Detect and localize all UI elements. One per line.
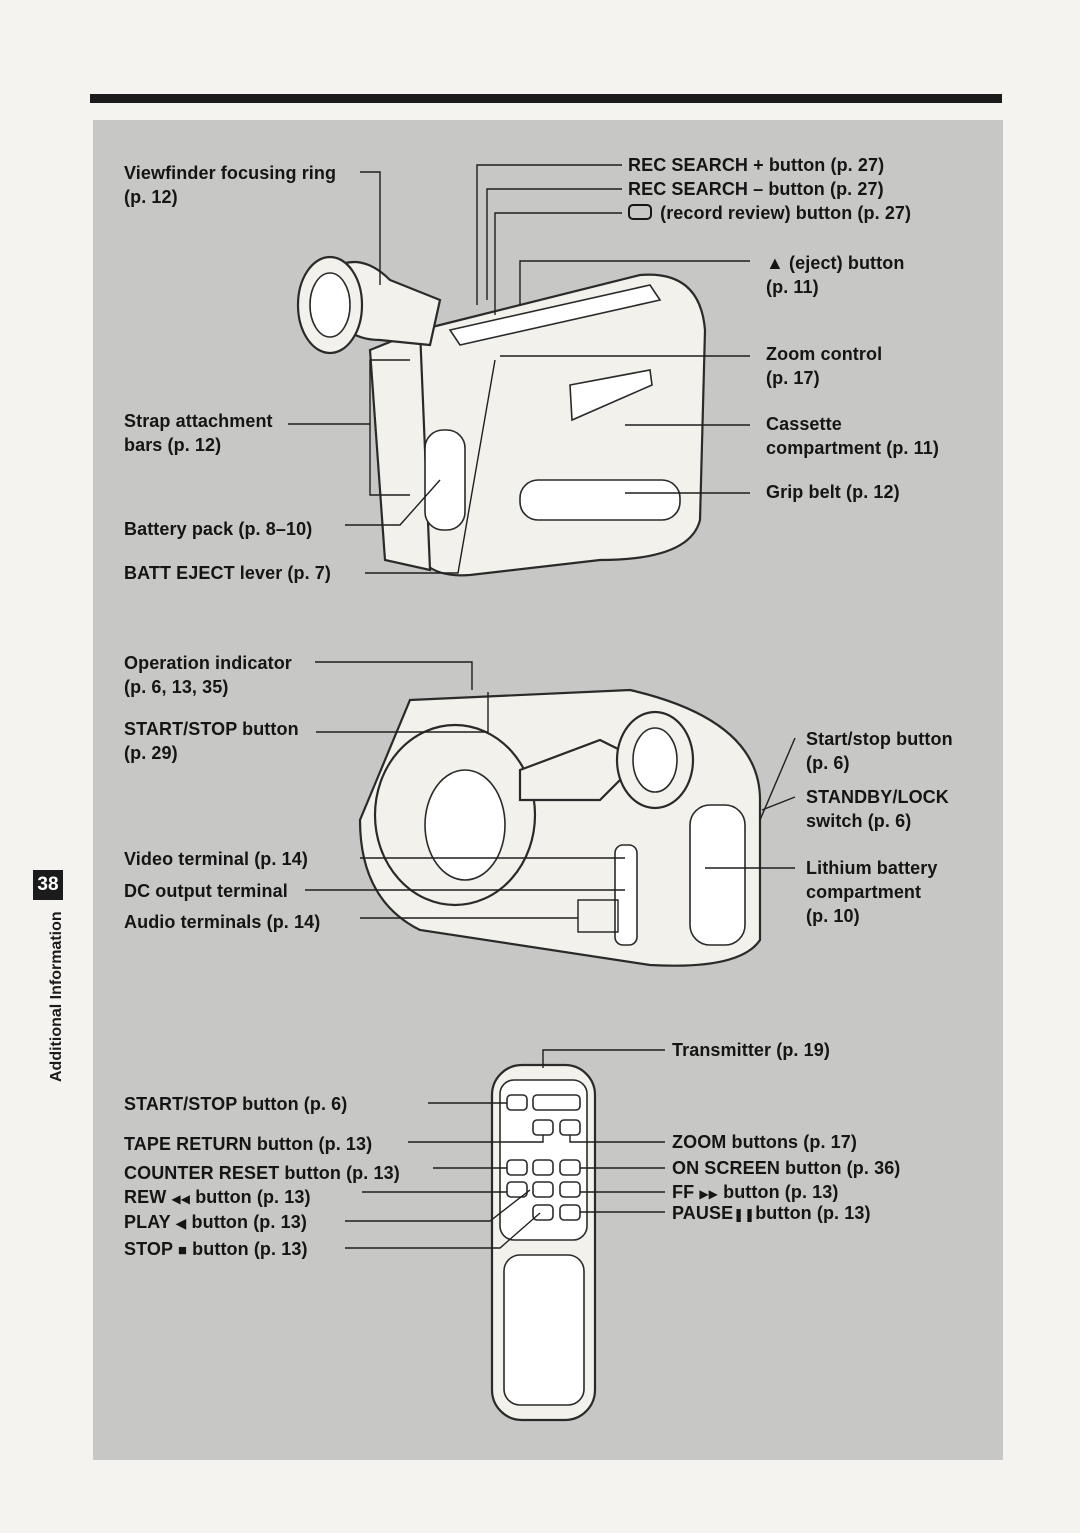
start-stop-right-label: Start/stop button (p. 6) xyxy=(806,729,953,773)
battery-pack-label: Battery pack (p. 8–10) xyxy=(124,519,313,539)
cassette-label: Cassette compartment (p. 11) xyxy=(766,414,939,458)
fast-forward-icon: ▶▶ xyxy=(699,1187,718,1201)
stop-icon: ■ xyxy=(177,1242,188,1259)
grip-belt-label: Grip belt (p. 12) xyxy=(766,482,900,502)
video-terminal-label: Video terminal (p. 14) xyxy=(124,849,308,869)
on-screen-label: ON SCREEN button (p. 36) xyxy=(672,1158,901,1178)
play-icon: ◀ xyxy=(175,1215,187,1231)
audio-terminals-label: Audio terminals (p. 14) xyxy=(124,912,321,932)
counter-reset-label: COUNTER RESET button (p. 13) xyxy=(124,1163,400,1183)
section-label: Additional Information xyxy=(48,911,65,1082)
standby-lock-label: STANDBY/LOCK switch (p. 6) xyxy=(806,787,949,831)
rew-label: REW ◀◀ button (p. 13) xyxy=(124,1185,311,1211)
top-rule xyxy=(90,94,1002,103)
zoom-control-label: Zoom control (p. 17) xyxy=(766,344,883,388)
ff-label: FF ▶▶ button (p. 13) xyxy=(672,1180,838,1206)
page-number: 38 xyxy=(37,874,59,895)
viewfinder-ring-label: Viewfinder focusing ring (p. 12) xyxy=(124,163,337,207)
dc-output-label: DC output terminal xyxy=(124,881,288,901)
eject-icon: ▲ xyxy=(766,253,784,273)
rec-search-plus-label: REC SEARCH + button (p. 27) xyxy=(628,155,885,175)
stop-label: STOP ■ button (p. 13) xyxy=(124,1237,308,1263)
page-number-tab: 38 xyxy=(33,870,63,900)
tape-return-label: TAPE RETURN button (p. 13) xyxy=(124,1134,373,1154)
play-label: PLAY ◀ button (p. 13) xyxy=(124,1210,307,1235)
rewind-icon: ◀◀ xyxy=(171,1192,191,1206)
rec-search-minus-label: REC SEARCH – button (p. 27) xyxy=(628,179,884,199)
lithium-battery-label: Lithium battery compartment (p. 10) xyxy=(806,858,938,926)
remote-start-stop-label: START/STOP button (p. 6) xyxy=(124,1094,348,1114)
batt-eject-label: BATT EJECT lever (p. 7) xyxy=(124,563,332,583)
pause-icon: ❚❚ xyxy=(733,1207,756,1222)
start-stop-label: START/STOP button (p. 29) xyxy=(124,719,299,763)
record-review-icon xyxy=(628,204,652,220)
transmitter-label: Transmitter (p. 19) xyxy=(672,1040,830,1060)
strap-bars-label: Strap attachment bars (p. 12) xyxy=(124,411,273,455)
record-review-label: (record review) button (p. 27) xyxy=(628,201,911,225)
zoom-buttons-label: ZOOM buttons (p. 17) xyxy=(672,1132,857,1152)
pause-label: PAUSE❚❚button (p. 13) xyxy=(672,1201,871,1227)
operation-indicator-label: Operation indicator (p. 6, 13, 35) xyxy=(124,653,292,697)
eject-label: ▲ (eject) button (p. 11) xyxy=(766,253,905,297)
